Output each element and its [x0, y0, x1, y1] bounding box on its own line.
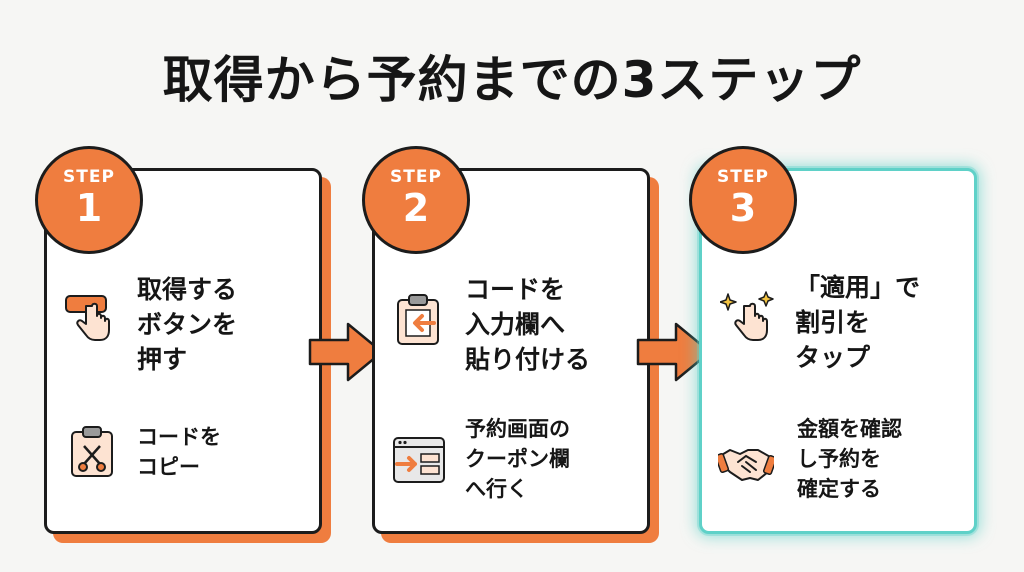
step-1-number: 1	[75, 186, 103, 230]
step-3-number: 3	[729, 186, 757, 230]
step-2-label: STEP	[390, 167, 442, 187]
step-2-number: 2	[402, 186, 430, 230]
step-2-badge: STEP 2	[362, 146, 470, 254]
arrow-right-icon	[636, 322, 712, 382]
browser-window-arrow-icon	[393, 437, 445, 483]
clipboard-paste-arrow-icon	[397, 294, 439, 345]
page-title: 取得から予約までの3ステップ	[162, 51, 862, 109]
step-1-sub-text: コードを コピー	[137, 425, 221, 479]
step-3-sub-text: 金額を確認 し予約を 確定する	[797, 417, 902, 501]
step-2-sub-text: 予約画面の クーポン欄 へ行く	[465, 417, 570, 501]
step-3-label: STEP	[717, 167, 769, 187]
step-2-main-text: コードを 入力欄へ 貼り付ける	[465, 275, 591, 374]
sparkle-tap-hand-icon	[720, 291, 774, 341]
hand-press-button-icon	[65, 295, 110, 341]
step-1-badge: STEP 1	[35, 146, 143, 254]
step-1-label: STEP	[63, 167, 115, 187]
step-3-main-text: 「適用」で 割引を タップ	[795, 273, 921, 372]
clipboard-scissors-icon	[71, 426, 113, 477]
handshake-icon	[718, 449, 774, 481]
step-3-badge: STEP 3	[689, 146, 797, 254]
step-1-main-text: 取得する ボタンを 押す	[137, 275, 238, 374]
arrow-right-icon	[308, 322, 384, 382]
